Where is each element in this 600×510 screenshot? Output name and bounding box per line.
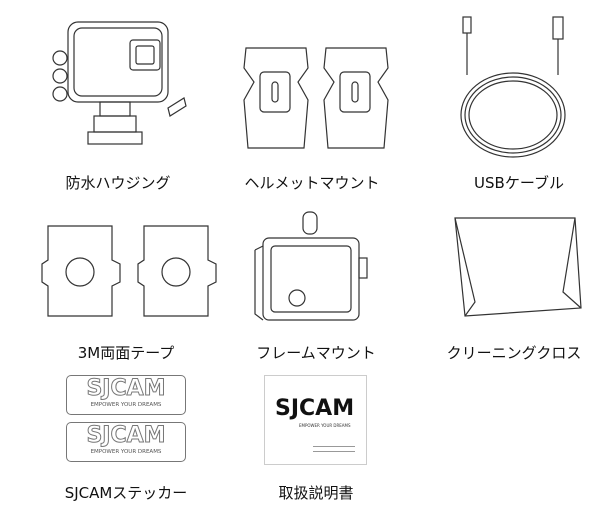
sticker-logo: SJCAM	[86, 376, 166, 402]
helmet-mount-icon	[243, 47, 389, 149]
manual-logo: SJCAM	[275, 396, 355, 421]
sticker-logo: SJCAM	[86, 423, 166, 449]
item-label: 取扱説明書	[278, 484, 354, 502]
item-label: フレームマウント	[256, 344, 376, 362]
sticker-2: SJCAM EMPOWER YOUR DREAMS	[66, 422, 186, 462]
waterproof-housing-icon	[52, 21, 187, 145]
item-label: SJCAMステッカー	[64, 484, 188, 502]
double-sided-tape-icon	[41, 225, 217, 317]
manual-fineprint	[313, 446, 355, 452]
item-label: クリーニングクロス	[446, 344, 582, 362]
item-label: 3M両面テープ	[77, 344, 175, 362]
usb-cable-icon	[460, 16, 566, 158]
frame-mount-icon	[254, 211, 368, 321]
item-label: ヘルメットマウント	[244, 174, 380, 192]
sticker-1: SJCAM EMPOWER YOUR DREAMS	[66, 375, 186, 415]
item-label: USBケーブル	[474, 174, 564, 192]
item-label: 防水ハウジング	[65, 174, 171, 192]
sticker-tagline: EMPOWER YOUR DREAMS	[90, 449, 162, 455]
manual-cover: SJCAM EMPOWER YOUR DREAMS	[264, 375, 367, 465]
cleaning-cloth-icon	[454, 217, 582, 317]
sticker-tagline: EMPOWER YOUR DREAMS	[90, 402, 162, 408]
manual-tagline: EMPOWER YOUR DREAMS	[299, 423, 351, 428]
